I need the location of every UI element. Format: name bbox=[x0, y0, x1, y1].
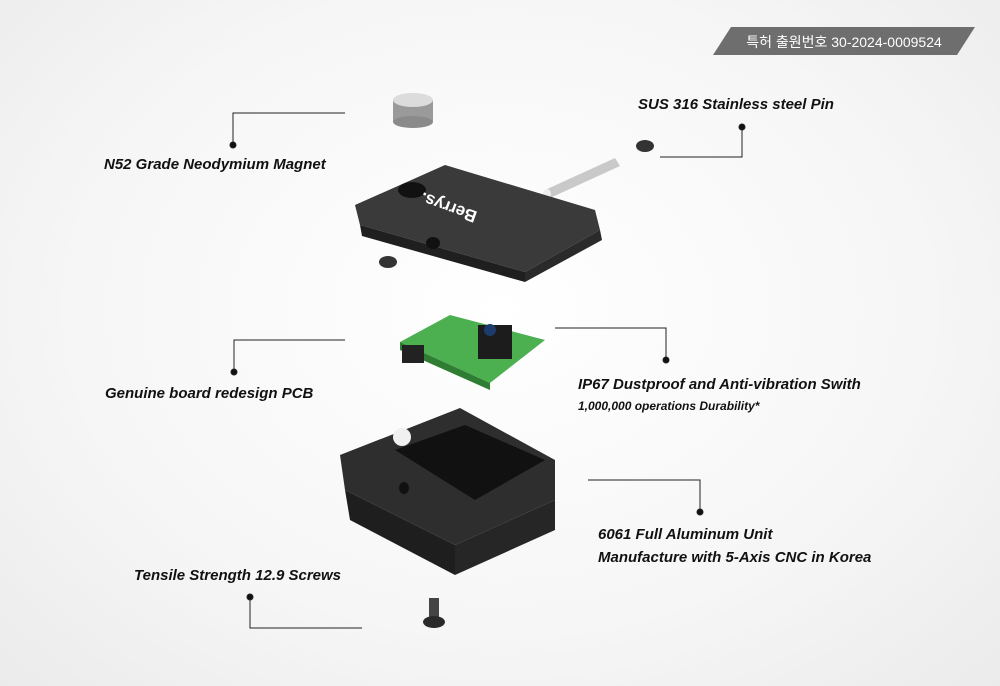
label-magnet: N52 Grade Neodymium Magnet bbox=[104, 156, 326, 173]
screw-small bbox=[379, 256, 397, 268]
lid-part: Berrys. bbox=[355, 165, 602, 282]
label-screws: Tensile Strength 12.9 Screws bbox=[134, 567, 342, 584]
magnet-part bbox=[393, 93, 433, 128]
label-cnc: Manufacture with 5-Axis CNC in Korea bbox=[598, 549, 872, 566]
label-aluminum: 6061 Full Aluminum Unit bbox=[598, 526, 773, 543]
screw-bottom bbox=[423, 598, 445, 628]
pin-part bbox=[543, 140, 654, 199]
pcb-part bbox=[400, 315, 545, 390]
label-switch-durability: 1,000,000 operations Durability* bbox=[578, 399, 760, 413]
patent-badge: 특허 출원번호 30-2024-0009524 bbox=[713, 27, 975, 55]
housing-part bbox=[340, 408, 555, 575]
label-pcb: Genuine board redesign PCB bbox=[105, 385, 314, 402]
label-pin: SUS 316 Stainless steel Pin bbox=[638, 96, 834, 113]
label-switch: IP67 Dustproof and Anti-vibration Swith bbox=[578, 376, 861, 393]
patent-number: 특허 출원번호 30-2024-0009524 bbox=[746, 34, 942, 50]
